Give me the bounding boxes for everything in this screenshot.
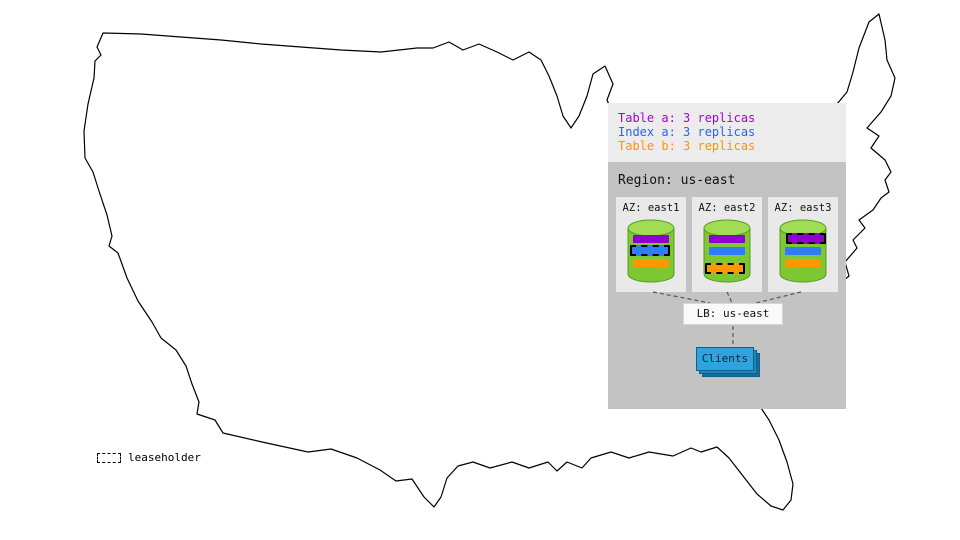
replica-index-a-leaseholder [630, 245, 670, 256]
az-east2-label: AZ: east2 [698, 202, 756, 214]
az-row: AZ: east1 AZ: east2 [608, 197, 846, 292]
leaseholder-swatch-icon [97, 452, 121, 463]
legend-table-b: Table b: 3 replicas [618, 139, 756, 153]
replica-index-a [709, 247, 745, 255]
az-east3: AZ: east3 [768, 197, 838, 292]
clients-stack: Clients [696, 347, 760, 377]
load-balancer-box: LB: us-east [683, 303, 783, 325]
az-east2: AZ: east2 [692, 197, 762, 292]
replica-legend: Table a: 3 replicas Index a: 3 replicas … [608, 103, 846, 162]
database-cylinder-east3 [779, 219, 827, 285]
database-cylinder-east1 [627, 219, 675, 285]
clients-box: Clients [696, 347, 754, 371]
replica-table-a-leaseholder [786, 233, 826, 244]
legend-index-a: Index a: 3 replicas [618, 125, 756, 139]
replica-table-b [633, 259, 669, 267]
legend-table-a: Table a: 3 replicas [618, 111, 756, 125]
replica-index-a [785, 247, 821, 255]
replica-table-a [633, 235, 669, 243]
replica-table-a [709, 235, 745, 243]
database-cylinder-east2 [703, 219, 751, 285]
region-title: Region: us-east [618, 173, 736, 188]
az-east1-label: AZ: east1 [622, 202, 680, 214]
replica-table-b [785, 259, 821, 267]
replica-table-b-leaseholder [705, 263, 745, 274]
leaseholder-legend: leaseholder [97, 451, 201, 464]
az-east3-label: AZ: east3 [774, 202, 832, 214]
az-east1: AZ: east1 [616, 197, 686, 292]
leaseholder-legend-label: leaseholder [128, 451, 201, 464]
